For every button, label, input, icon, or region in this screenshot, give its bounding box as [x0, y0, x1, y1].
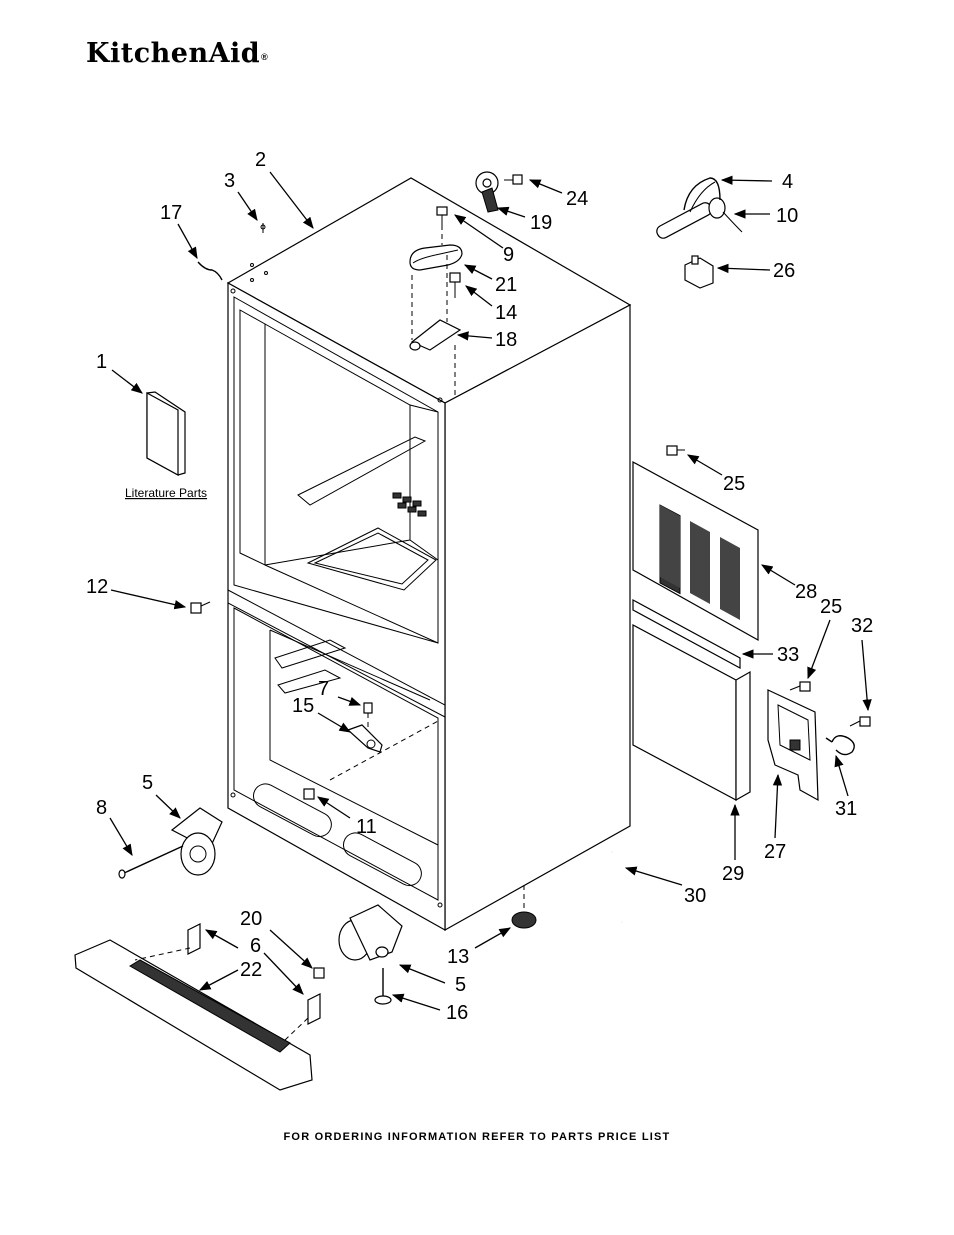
callout-9: 9: [503, 244, 514, 266]
water-valve-parts: [656, 177, 743, 289]
callout-30: 30: [684, 885, 706, 907]
callout-15: 15: [292, 695, 314, 717]
callout-19: 19: [530, 212, 552, 234]
callout-29: 29: [722, 863, 744, 885]
callout-numbers: 1 2 3 4 5 5 6 7 8 9 10 11 12 13 14 15 16…: [86, 149, 873, 1024]
callout-16: 16: [446, 1002, 468, 1024]
callout-11: 11: [356, 816, 377, 838]
callout-33: 33: [777, 644, 799, 666]
callout-24: 24: [566, 188, 588, 210]
callout-7: 7: [318, 678, 329, 700]
callout-4: 4: [782, 171, 793, 193]
callout-31: 31: [835, 798, 857, 820]
callout-26: 26: [773, 260, 795, 282]
callout-21: 21: [495, 274, 517, 296]
ordering-info-footer: FOR ORDERING INFORMATION REFER TO PARTS …: [283, 1131, 671, 1143]
literature-booklet: [146, 391, 186, 477]
top-hinge-parts: [197, 171, 523, 398]
callout-10: 10: [776, 205, 798, 227]
callout-1: 1: [96, 351, 107, 373]
callout-27: 27: [764, 841, 786, 863]
callout-12: 12: [86, 576, 108, 598]
callout-25-right: 25: [820, 596, 842, 618]
callout-2: 2: [255, 149, 266, 171]
vent-grille: [392, 492, 427, 517]
callout-5-right: 5: [455, 974, 466, 996]
callout-6: 6: [250, 935, 261, 957]
callout-3: 3: [224, 170, 235, 192]
callout-13: 13: [447, 946, 469, 968]
vent-slots: [660, 505, 740, 620]
callout-14: 14: [495, 302, 517, 324]
callout-leaders: [109, 171, 872, 1011]
literature-parts-label: Literature Parts: [125, 486, 207, 500]
callout-5-left: 5: [142, 772, 153, 794]
callout-8: 8: [96, 797, 107, 819]
callout-18: 18: [495, 329, 517, 351]
refrigerator-cabinet: [226, 177, 632, 932]
callout-20: 20: [240, 908, 262, 930]
callout-32: 32: [851, 615, 873, 637]
callout-22: 22: [240, 959, 262, 981]
kitchenaid-logo: KitchenAid®: [86, 38, 269, 69]
bottom-parts: [74, 601, 623, 1091]
condenser-panels: [632, 445, 871, 802]
callout-28: 28: [795, 581, 817, 603]
callout-17: 17: [160, 202, 182, 224]
callout-25-top: 25: [723, 473, 745, 495]
